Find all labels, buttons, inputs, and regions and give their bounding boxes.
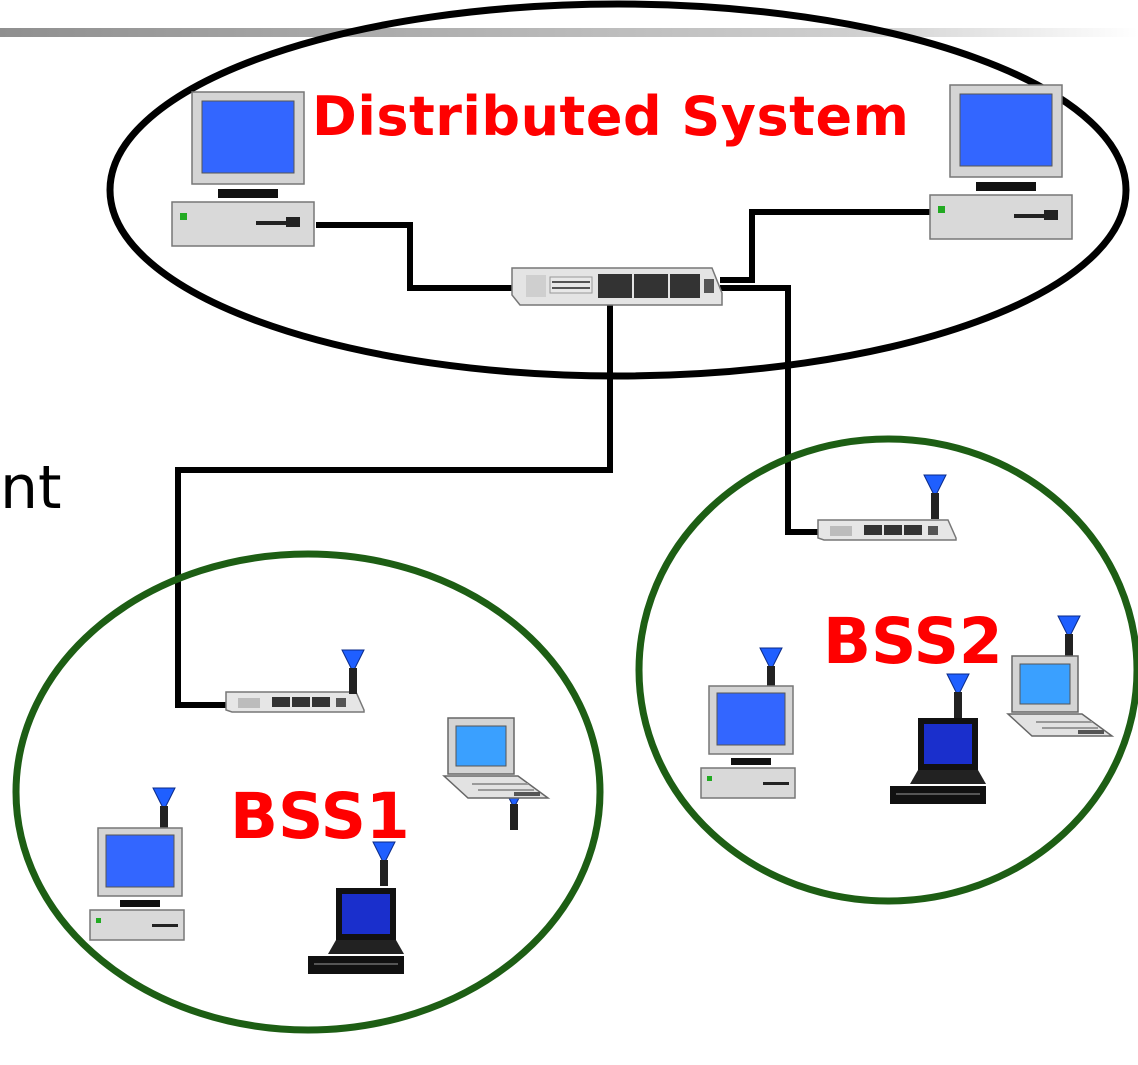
access-point-icon bbox=[225, 649, 365, 713]
wireless-desktop-icon bbox=[700, 647, 796, 799]
bss2-label: BSS2 bbox=[823, 605, 1003, 678]
cable-switch-pc2 bbox=[720, 209, 932, 283]
wireless-desktop-icon bbox=[89, 787, 185, 941]
cable-pc1-switch bbox=[316, 222, 516, 291]
distributed-system-label: Distributed System bbox=[312, 85, 910, 148]
cable-switch-ap1 bbox=[175, 305, 613, 708]
bss2-ring bbox=[635, 435, 1138, 905]
wireless-laptop-icon bbox=[889, 673, 987, 805]
wireless-laptop-icon bbox=[443, 717, 549, 831]
wireless-laptop-icon bbox=[1007, 615, 1113, 737]
slide-title-bar bbox=[0, 28, 1138, 37]
left-text-fragment: nt bbox=[0, 453, 62, 523]
distributed-system-ring bbox=[106, 0, 1130, 380]
desktop-computer-icon bbox=[171, 91, 315, 247]
cables bbox=[175, 209, 932, 708]
network-switch-icon bbox=[511, 267, 723, 306]
access-point-icon bbox=[817, 474, 957, 541]
wireless-laptop-icon bbox=[307, 841, 405, 975]
bss1-ring bbox=[12, 550, 604, 1034]
bss1-label: BSS1 bbox=[230, 780, 410, 853]
cable-switch-ap2 bbox=[720, 285, 820, 535]
desktop-computer-icon bbox=[929, 84, 1073, 240]
